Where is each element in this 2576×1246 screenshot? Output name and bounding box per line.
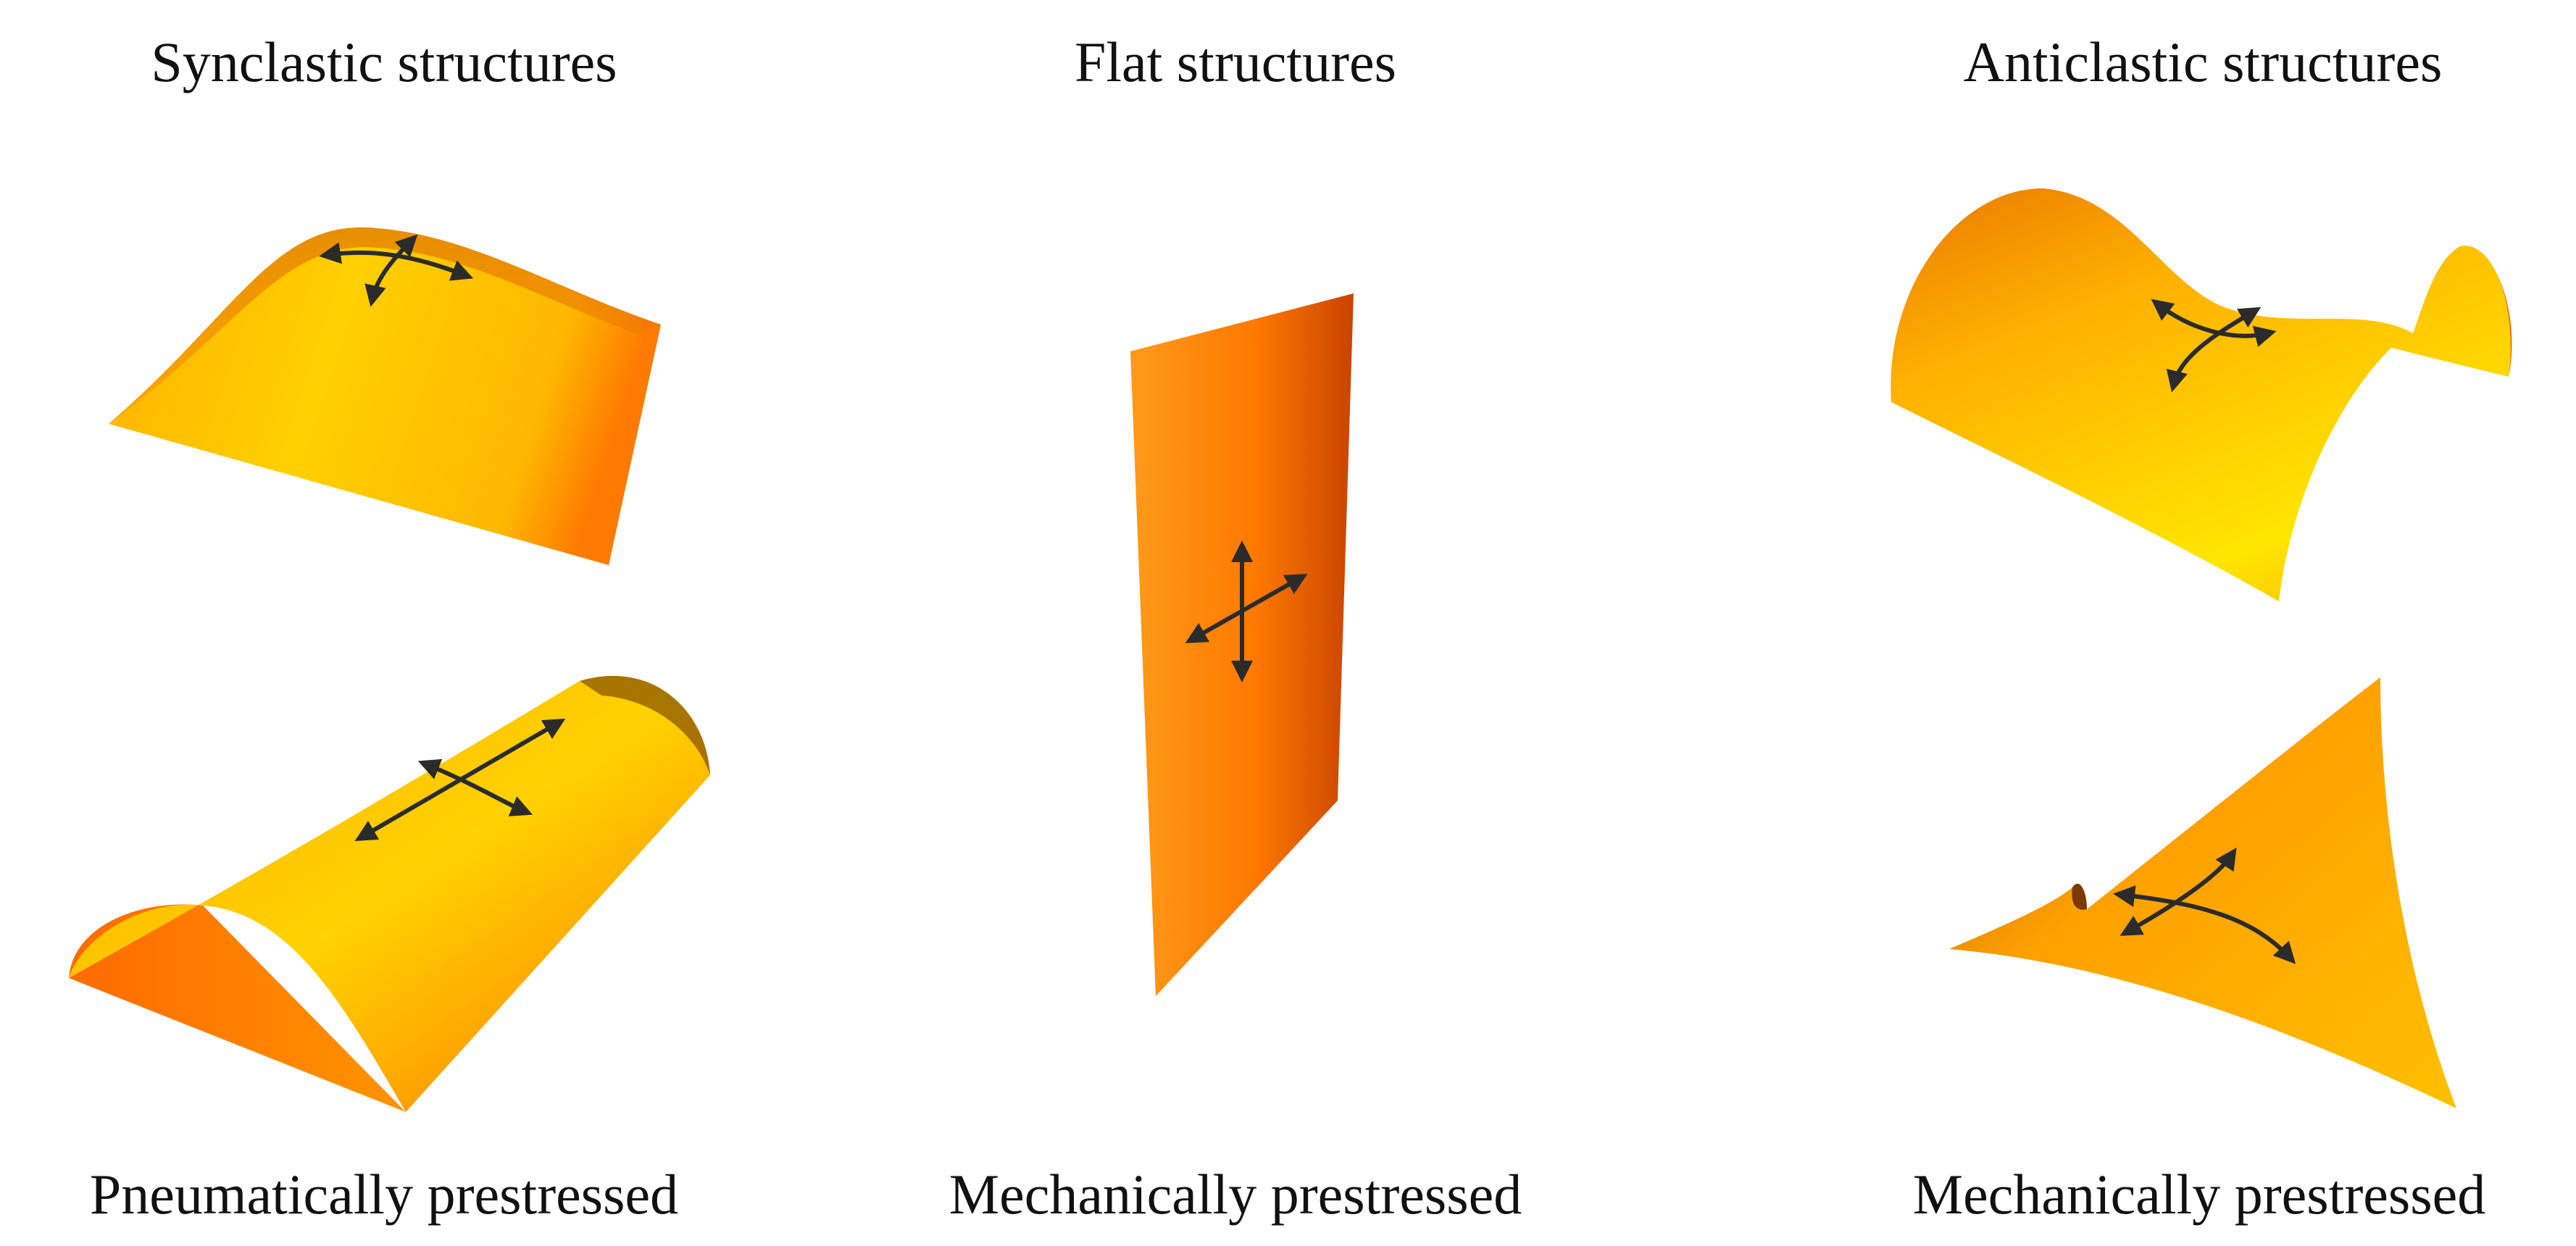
flat-panel-shape	[1130, 293, 1354, 996]
anticlastic-saddle-shape	[1891, 188, 2512, 601]
synclastic-dome-shape	[109, 227, 661, 565]
title-flat: Flat structures	[1075, 30, 1396, 93]
title-synclastic: Synclastic structures	[151, 30, 617, 93]
caption-synclastic: Pneumatically prestressed	[90, 1163, 678, 1226]
title-anticlastic: Anticlastic structures	[1964, 30, 2443, 93]
caption-flat: Mechanically prestressed	[949, 1163, 1522, 1226]
caption-anticlastic: Mechanically prestressed	[1913, 1163, 2486, 1226]
anticlastic-hypar-shape	[1949, 677, 2456, 1108]
synclastic-barrel-vault-shape	[69, 675, 710, 1112]
